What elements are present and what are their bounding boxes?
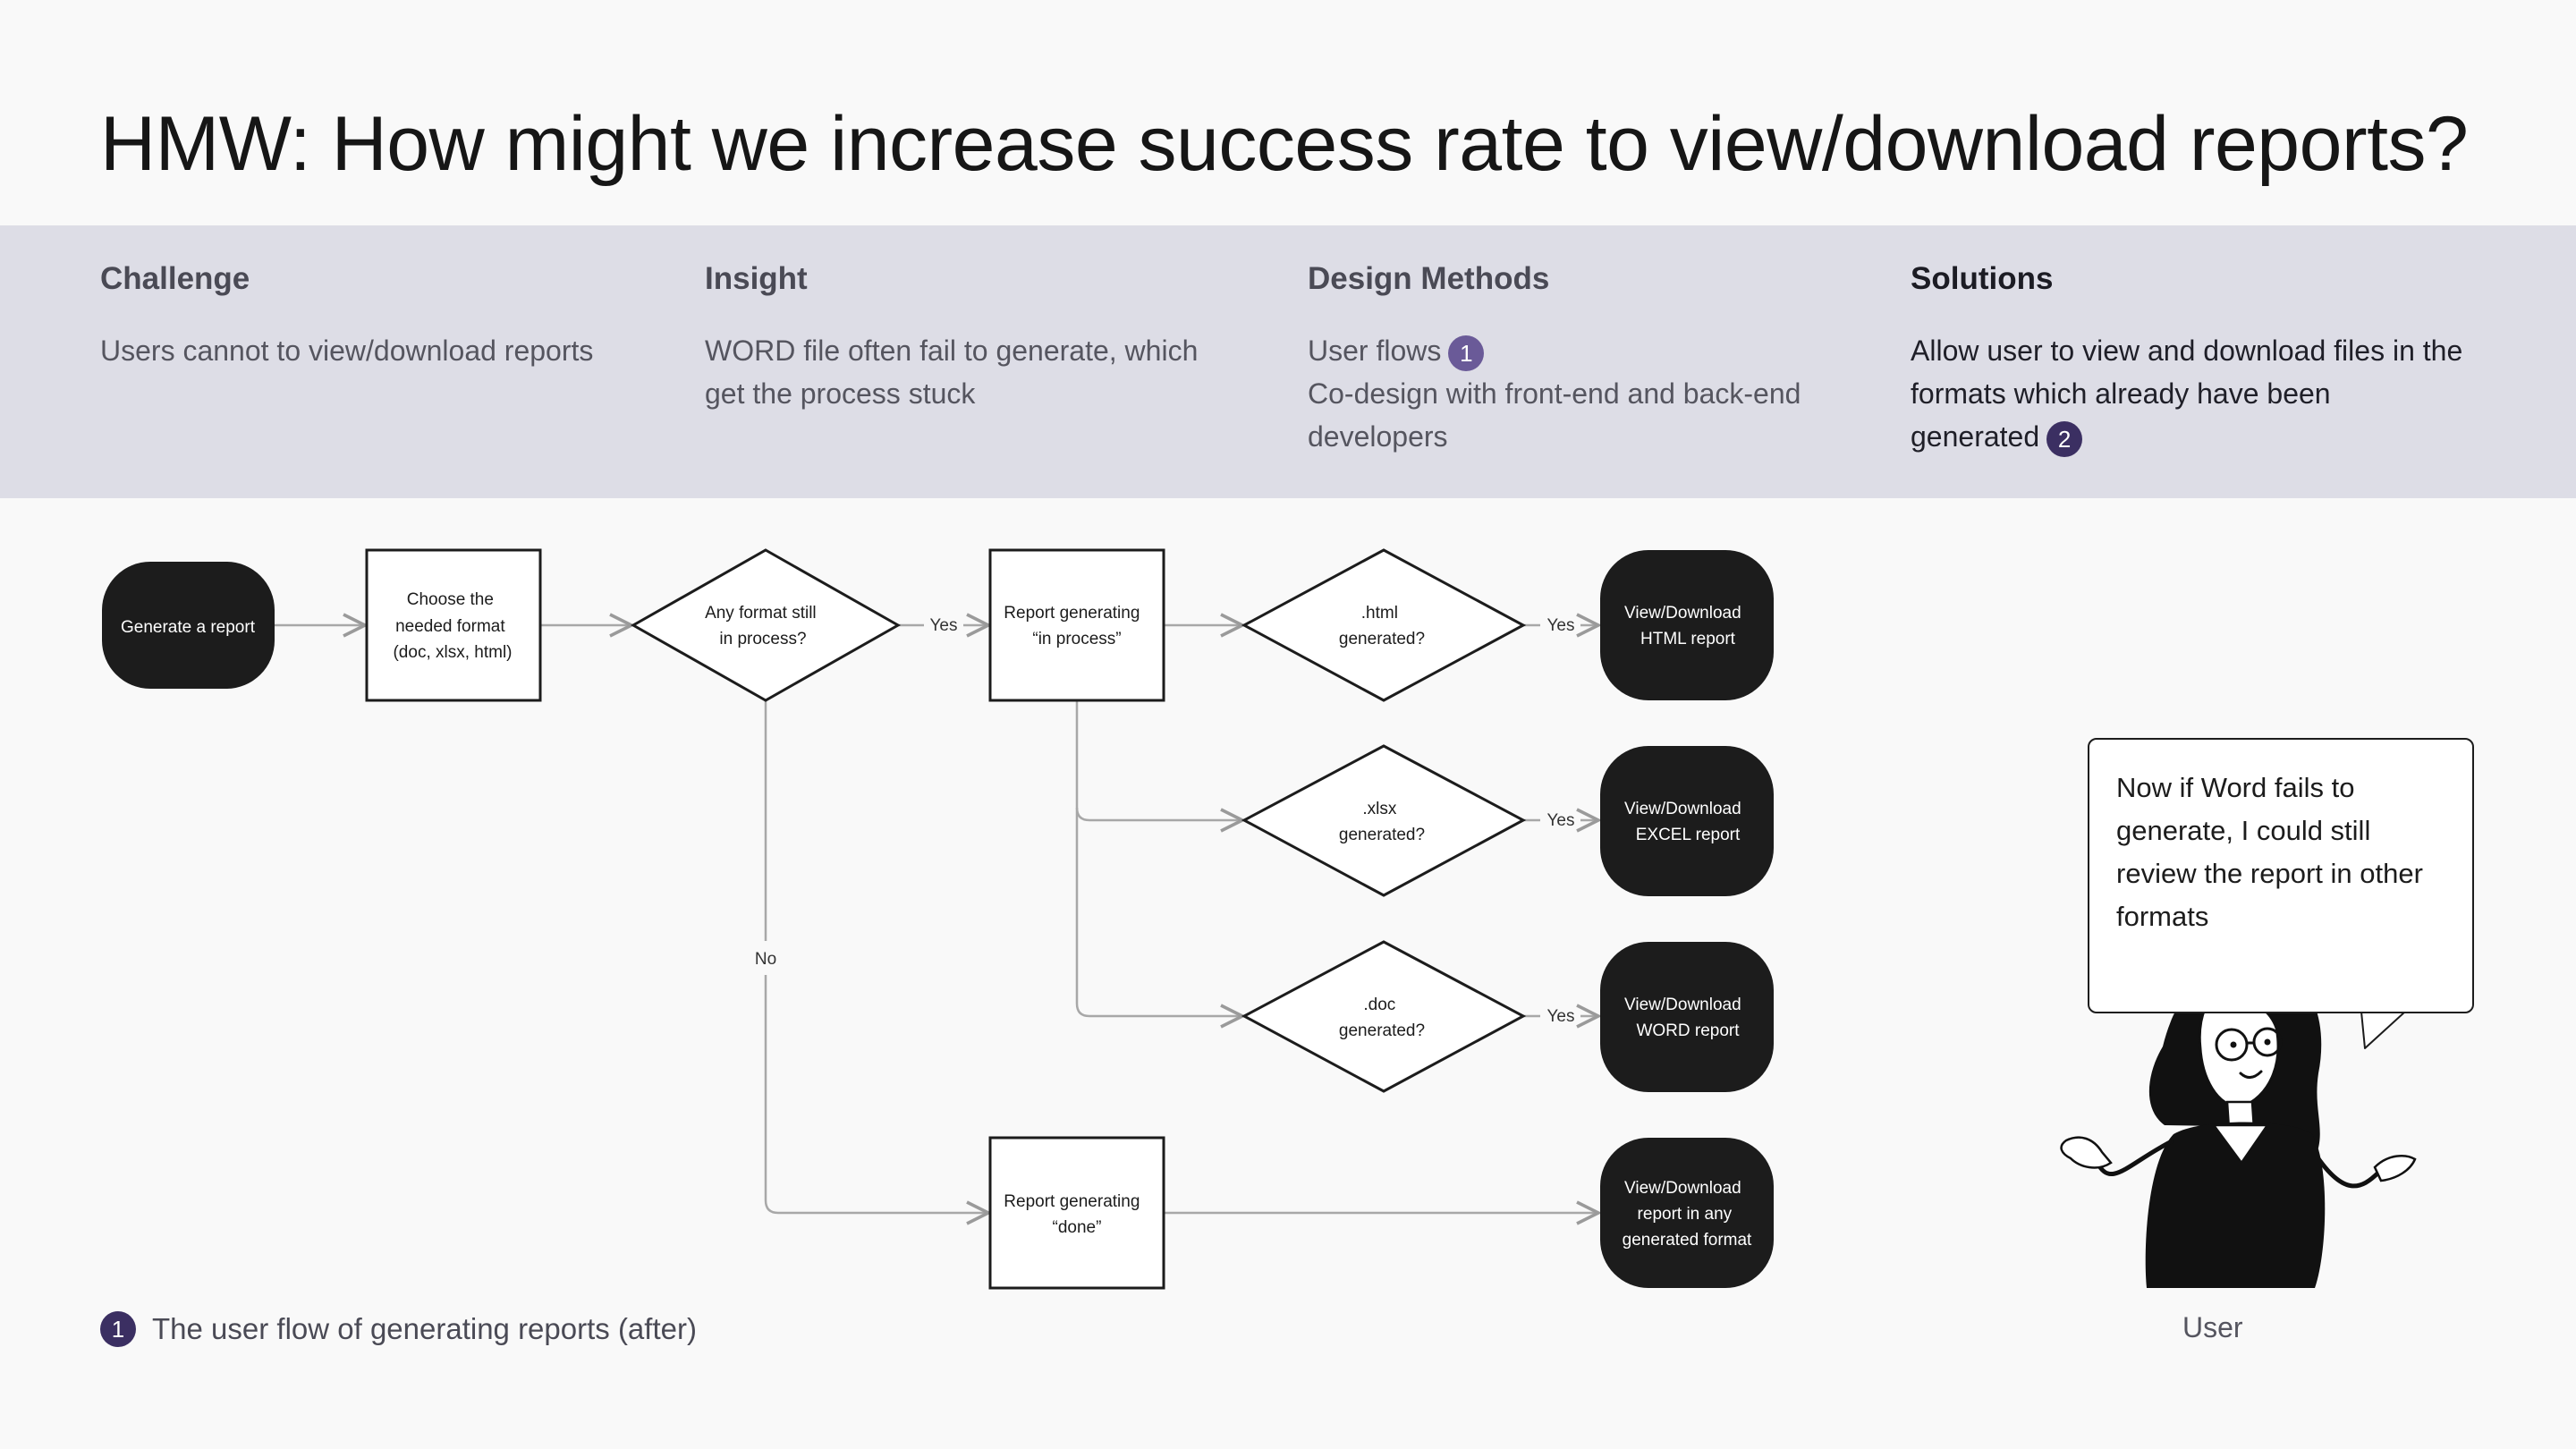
- user-shirt: [2145, 1122, 2326, 1288]
- footnote-text: The user flow of generating reports (aft…: [152, 1312, 697, 1345]
- view-html-node: [1600, 550, 1774, 700]
- page-title: HMW: How might we increase success rate …: [100, 101, 2469, 187]
- view-html-line2: HTML report: [1640, 630, 1736, 648]
- solutions-column: Solutions Allow user to view and downloa…: [1911, 261, 2465, 458]
- view-word-line2: WORD report: [1636, 1021, 1740, 1040]
- yes-label-decision: Yes: [930, 616, 958, 635]
- user-eye-right: [2264, 1038, 2271, 1046]
- html-q-line1: .html: [1361, 604, 1398, 623]
- decision-format-in-process: [630, 548, 902, 702]
- speech-bubble-tail: [2360, 1011, 2406, 1049]
- connector-process-doc: [1075, 808, 1242, 1016]
- in-process-line2: “in process”: [1032, 630, 1121, 648]
- decision-xlsx-label: .xlsx generated?: [1339, 800, 1425, 844]
- done-line1: Report generating: [1004, 1192, 1140, 1211]
- design-methods-line2: Co-design with front-end and back-end de…: [1308, 377, 1801, 453]
- challenge-column: Challenge Users cannot to view/download …: [100, 261, 637, 372]
- view-word-label: View/Download WORD report: [1624, 996, 1746, 1040]
- decision-doc-generated: [1241, 940, 1527, 1093]
- footnote-badge: 1: [100, 1311, 136, 1347]
- choose-format-line3: (doc, xlsx, html): [393, 643, 512, 662]
- user-label: User: [2182, 1311, 2243, 1343]
- choose-format-label: Choose the needed format (doc, xlsx, htm…: [393, 590, 512, 662]
- doc-q-line1: .doc: [1363, 996, 1395, 1014]
- view-any-line1: View/Download: [1624, 1179, 1741, 1198]
- solutions-text-block: Allow user to view and download files in…: [1911, 329, 2465, 458]
- view-any-line2: report in any: [1638, 1205, 1733, 1224]
- start-node: [102, 562, 275, 689]
- user-hand-left: [2060, 1136, 2113, 1169]
- connectors: [275, 625, 1598, 1213]
- reference-badge-2: 2: [2046, 420, 2083, 457]
- view-word-line1: View/Download: [1624, 996, 1741, 1014]
- insight-heading: Insight: [705, 261, 808, 296]
- user-collar: [2211, 1123, 2270, 1165]
- solutions-text: Allow user to view and download files in…: [1911, 335, 2463, 453]
- view-html-label: View/Download HTML report: [1624, 604, 1746, 648]
- design-methods-heading: Design Methods: [1308, 261, 1550, 296]
- view-word-node: [1600, 942, 1774, 1092]
- xlsx-q-line1: .xlsx: [1362, 800, 1397, 818]
- no-label-decision: No: [755, 950, 776, 969]
- reference-badge-1: 1: [1448, 335, 1485, 371]
- in-process-label: Report generating “in process”: [1004, 604, 1144, 648]
- done-label: Report generating “done”: [1004, 1192, 1144, 1237]
- insight-column: Insight WORD file often fail to generate…: [705, 261, 1224, 415]
- view-any-line3: generated format: [1623, 1231, 1752, 1250]
- view-excel-node: [1600, 746, 1774, 896]
- connector-decision-no-b: [764, 975, 988, 1213]
- user-flows-text: User flows: [1308, 335, 1442, 367]
- view-any-node: [1600, 1138, 1774, 1288]
- user-arm-right: [2309, 1148, 2381, 1189]
- yes-label-html: Yes: [1547, 616, 1575, 635]
- in-process-line1: Report generating: [1004, 604, 1140, 623]
- user-eye-left: [2230, 1041, 2237, 1048]
- view-html-line1: View/Download: [1624, 604, 1741, 623]
- decision-html-label: .html generated?: [1339, 604, 1425, 648]
- user-arm-left: [2095, 1138, 2175, 1176]
- decision-format-label: Any format still in process?: [705, 604, 821, 648]
- done-line2: “done”: [1053, 1218, 1102, 1237]
- view-any-label: View/Download report in any generated fo…: [1623, 1179, 1752, 1250]
- user-smile: [2239, 1070, 2263, 1079]
- view-excel-line2: EXCEL report: [1636, 826, 1741, 844]
- decision-html-generated: [1241, 548, 1527, 702]
- decision-doc-label: .doc generated?: [1339, 996, 1425, 1040]
- in-process-node: [988, 548, 1165, 702]
- footnote: 1 The user flow of generating reports (a…: [100, 1311, 697, 1347]
- challenge-heading: Challenge: [100, 261, 250, 296]
- user-hand-right: [2373, 1155, 2417, 1182]
- connector-process-xlsx: [1075, 700, 1242, 820]
- done-node: [988, 1136, 1165, 1290]
- choose-format-node: [365, 548, 542, 702]
- xlsx-q-line2: generated?: [1339, 826, 1425, 844]
- choose-format-line1: Choose the: [407, 590, 494, 609]
- view-excel-line1: View/Download: [1624, 800, 1741, 818]
- glasses-left: [2215, 1028, 2249, 1062]
- decision-line2: in process?: [719, 630, 806, 648]
- yes-label-doc: Yes: [1547, 1007, 1575, 1026]
- start-node-label: Generate a report: [121, 618, 256, 637]
- yes-label-xlsx: Yes: [1547, 811, 1575, 830]
- doc-q-line2: generated?: [1339, 1021, 1425, 1040]
- summary-band: [0, 225, 2576, 498]
- view-excel-label: View/Download EXCEL report: [1624, 800, 1746, 844]
- solutions-heading: Solutions: [1911, 261, 2054, 296]
- insight-text: WORD file often fail to generate, which …: [705, 335, 1199, 410]
- html-q-line2: generated?: [1339, 630, 1425, 648]
- challenge-text: Users cannot to view/download reports: [100, 335, 594, 367]
- decision-xlsx-generated: [1241, 744, 1527, 897]
- decision-line1: Any format still: [705, 604, 817, 623]
- speech-bubble: Now if Word fails to generate, I could s…: [2088, 738, 2474, 1013]
- choose-format-line2: needed format: [395, 617, 505, 636]
